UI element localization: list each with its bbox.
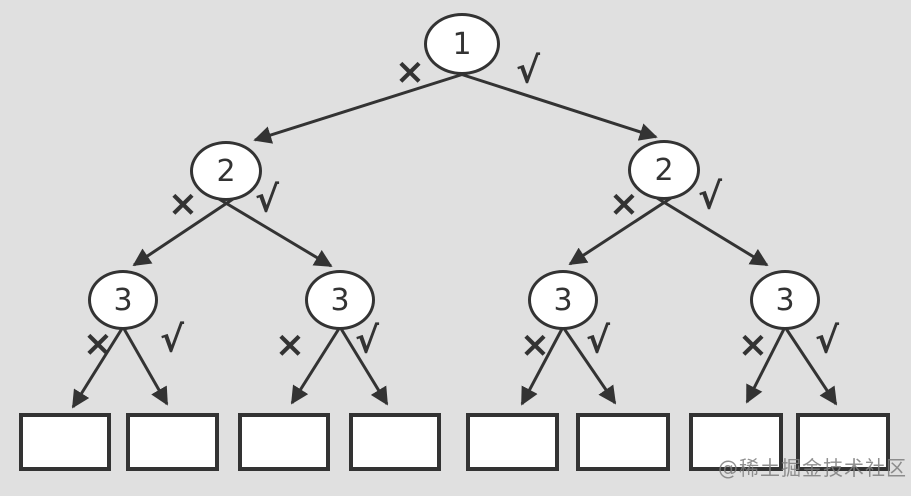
edge-label-3a-check: √ bbox=[159, 319, 185, 361]
leaf-box-4 bbox=[349, 413, 441, 471]
edge-label-2l-cross: × bbox=[167, 183, 199, 225]
node-3-2: 3 bbox=[305, 270, 375, 330]
edge-2l-no bbox=[132, 197, 234, 267]
leaf-box-5 bbox=[466, 413, 559, 471]
edge-3c-yes bbox=[561, 326, 617, 405]
leaf-box-7 bbox=[689, 413, 783, 471]
edge-label-3b-cross: × bbox=[274, 324, 306, 366]
node-3-3: 3 bbox=[528, 270, 598, 330]
edge-label-root-cross: × bbox=[394, 51, 426, 93]
edge-3c-no bbox=[520, 326, 565, 406]
edge-root-no bbox=[253, 70, 471, 144]
node-3-1: 3 bbox=[88, 270, 158, 330]
node-2-left: 2 bbox=[190, 141, 262, 201]
node-1: 1 bbox=[424, 13, 500, 75]
edge-label-3b-check: √ bbox=[354, 320, 380, 362]
edge-3b-no bbox=[290, 326, 342, 405]
node-3-4: 3 bbox=[750, 270, 820, 330]
leaf-box-6 bbox=[576, 413, 670, 471]
leaf-box-8 bbox=[796, 413, 890, 471]
edge-2r-yes bbox=[656, 196, 769, 267]
edge-3a-yes bbox=[121, 326, 169, 406]
edge-label-2r-check: √ bbox=[697, 176, 723, 218]
edge-3a-no bbox=[71, 326, 125, 409]
node-2-right: 2 bbox=[628, 140, 700, 200]
edge-label-2r-cross: × bbox=[608, 183, 640, 225]
edge-label-3d-check: √ bbox=[814, 320, 840, 362]
edge-label-root-check: √ bbox=[515, 50, 541, 92]
watermark: @稀土掘金技术社区 bbox=[718, 456, 907, 480]
leaf-box-3 bbox=[238, 413, 330, 471]
edge-label-3a-cross: × bbox=[82, 323, 114, 365]
leaf-box-2 bbox=[126, 413, 219, 471]
edge-3d-yes bbox=[783, 326, 838, 406]
edge-3d-no bbox=[745, 326, 787, 404]
edge-label-3d-cross: × bbox=[737, 324, 769, 366]
edge-3b-yes bbox=[338, 326, 389, 406]
edge-label-2l-check: √ bbox=[254, 179, 280, 221]
edge-label-3c-check: √ bbox=[585, 320, 611, 362]
edge-root-yes bbox=[453, 70, 658, 141]
edge-label-3c-cross: × bbox=[519, 324, 551, 366]
edge-2l-yes bbox=[218, 197, 333, 268]
leaf-box-1 bbox=[19, 413, 111, 471]
edge-2r-no bbox=[568, 196, 672, 266]
